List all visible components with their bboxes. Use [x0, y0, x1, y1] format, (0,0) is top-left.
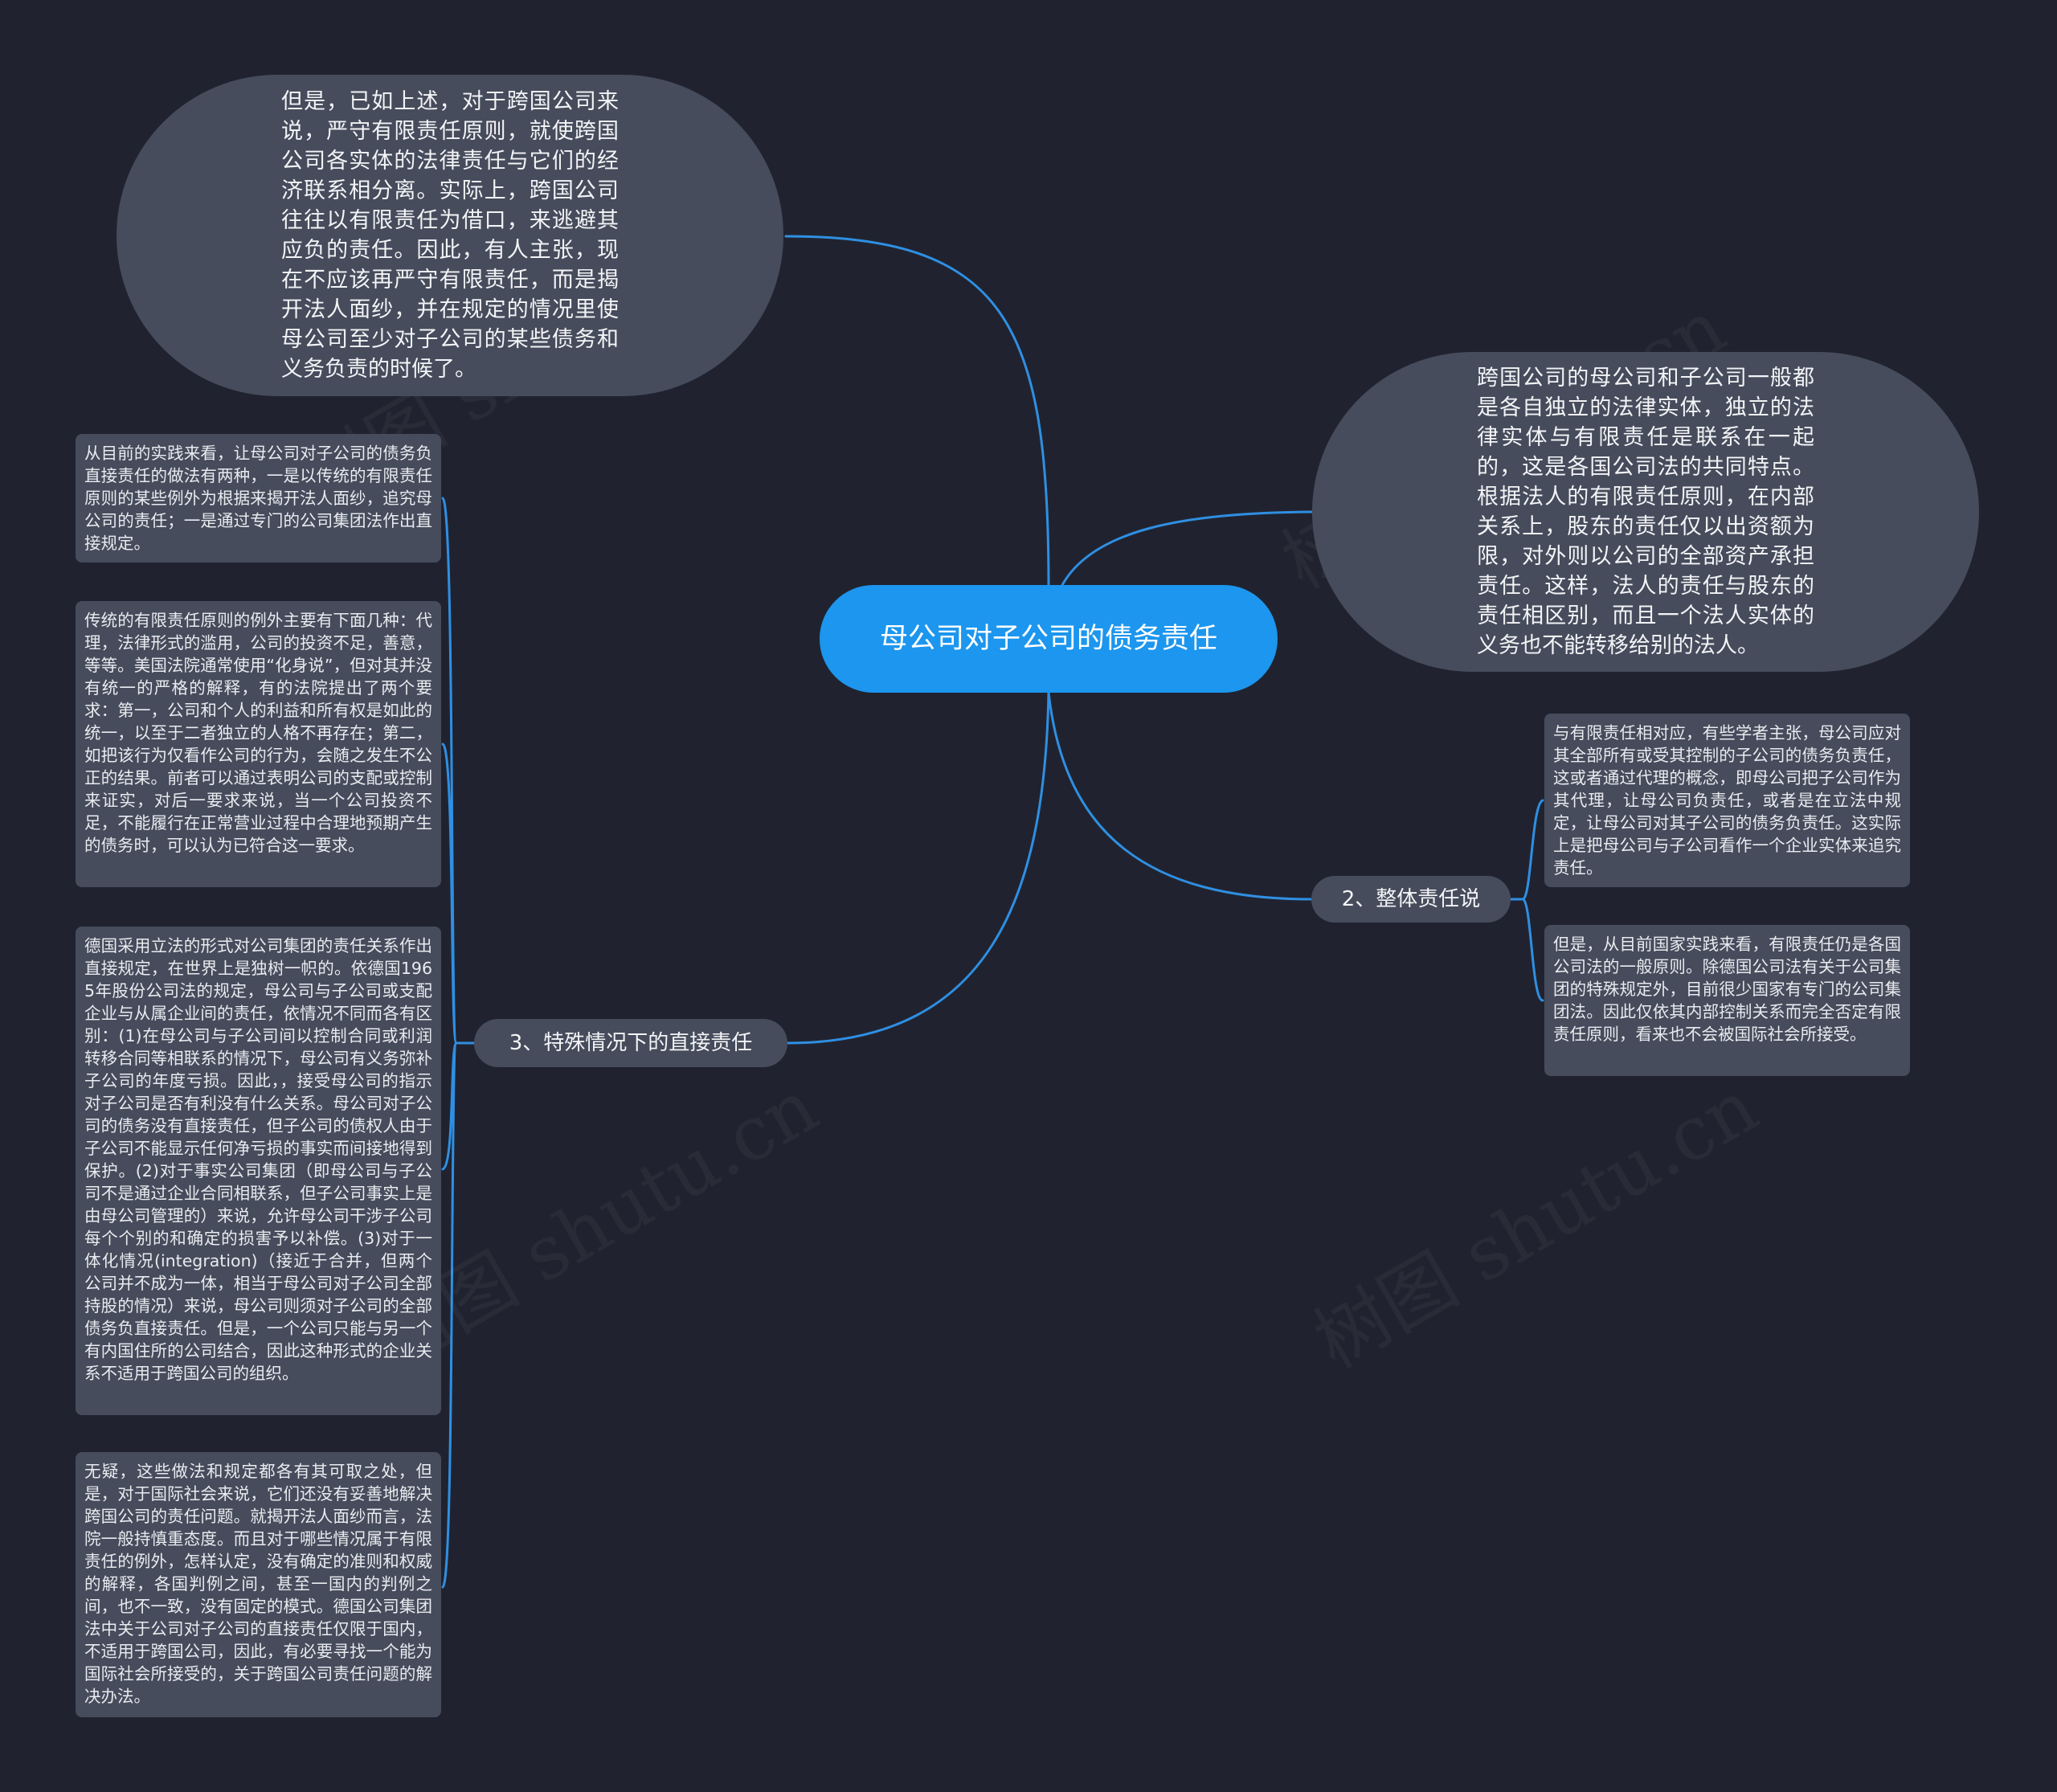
link-root-branch2: [1047, 691, 1313, 901]
link-root-right: [1061, 510, 1314, 587]
branch-overall-liability-label: 2、整体责任说: [1341, 887, 1481, 911]
leaf-overall-1[interactable]: 与有限责任相对应，有些学者主张，母公司应对其全部所有或受其控制的子公司的债务负责…: [1544, 714, 1910, 887]
topic-bubble-top-text: 但是，已如上述，对于跨国公司来说，严守有限责任原则，就使跨国公司各实体的法律责任…: [281, 89, 619, 382]
topic-bubble-right[interactable]: 跨国公司的母公司和子公司一般都是各自独立的法律实体，独立的法律实体与有限责任是联…: [1312, 352, 1979, 672]
branch-direct-liability-label: 3、特殊情况下的直接责任: [509, 1031, 753, 1055]
root-topic-label: 母公司对子公司的债务责任: [879, 622, 1217, 655]
link-branch2-leaves: [1509, 799, 1544, 1002]
link-branch3-leaves: [441, 497, 476, 1589]
link-root-top: [784, 235, 1050, 587]
topic-bubble-top[interactable]: 但是，已如上述，对于跨国公司来说，严守有限责任原则，就使跨国公司各实体的法律责任…: [117, 75, 783, 396]
branch-overall-liability[interactable]: 2、整体责任说: [1311, 876, 1511, 923]
root-topic[interactable]: 母公司对子公司的债务责任: [820, 585, 1278, 693]
leaf-direct-1[interactable]: 从目前的实践来看，让母公司对子公司的债务负直接责任的做法有两种，一是以传统的有限…: [76, 434, 441, 563]
leaf-direct-3[interactable]: 德国采用立法的形式对公司集团的责任关系作出直接规定，在世界上是独树一帜的。依德国…: [76, 927, 441, 1415]
leaf-direct-2[interactable]: 传统的有限责任原则的例外主要有下面几种：代理，法律形式的滥用，公司的投资不足，善…: [76, 601, 441, 887]
link-root-branch3: [786, 691, 1050, 1045]
leaf-overall-2[interactable]: 但是，从目前国家实践来看，有限责任仍是各国公司法的一般原则。除德国公司法有关于公…: [1544, 925, 1910, 1076]
topic-bubble-right-text: 跨国公司的母公司和子公司一般都是各自独立的法律实体，独立的法律实体与有限责任是联…: [1477, 366, 1814, 658]
branch-direct-liability[interactable]: 3、特殊情况下的直接责任: [474, 1019, 787, 1067]
leaf-direct-4[interactable]: 无疑，这些做法和规定都各有其可取之处，但是，对于国际社会来说，它们还没有妥善地解…: [76, 1452, 441, 1717]
